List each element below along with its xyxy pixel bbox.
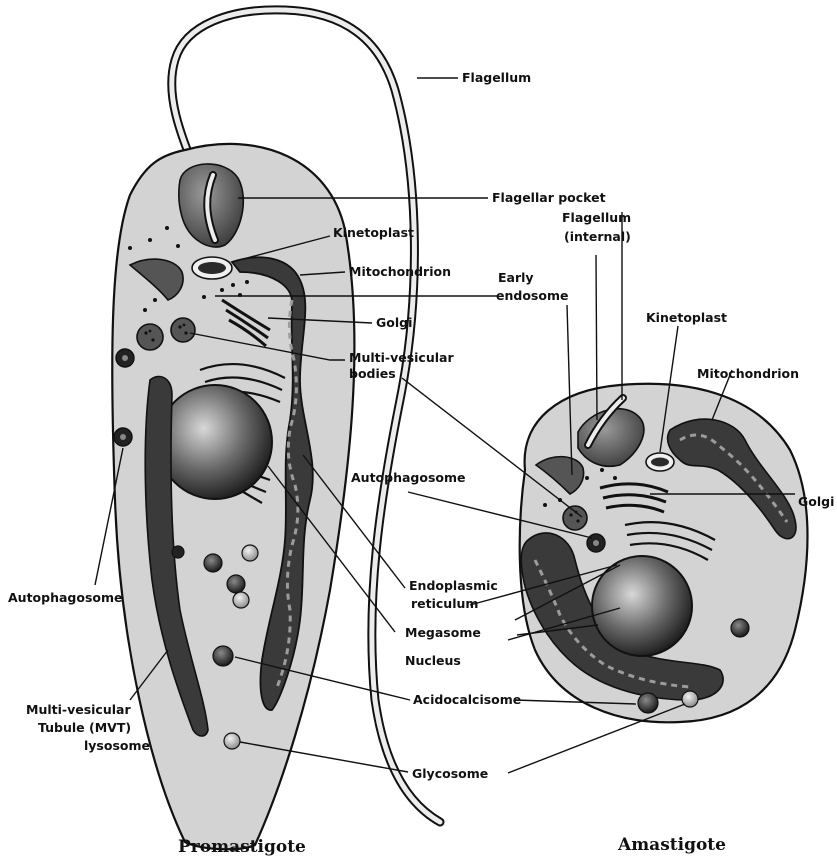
promastigote-autophagosome-3 <box>172 546 184 558</box>
label-mvt-line1: Multi-vesicular <box>26 702 131 717</box>
label-mvt-line3: lysosome <box>84 738 150 753</box>
label-golgi-ama: Golgi <box>798 494 834 509</box>
label-mvt-line2: Tubule (MVT) <box>38 720 131 735</box>
label-early-1: Early <box>498 270 534 285</box>
amastigote-nucleus <box>592 556 692 656</box>
label-mitochondrion-pro: Mitochondrion <box>349 264 451 279</box>
label-nucleus: Nucleus <box>405 653 461 668</box>
promastigote-mvb-1 <box>137 324 163 350</box>
promastigote-cell <box>112 10 440 849</box>
promastigote-glycosome-3 <box>224 733 240 749</box>
label-mitochondrion-ama: Mitochondrion <box>697 366 799 381</box>
promastigote-title: Promastigote <box>178 837 306 857</box>
amastigote-megasome <box>731 619 749 637</box>
amastigote-acidocalcisome <box>638 693 658 713</box>
label-flagellar-pocket: Flagellar pocket <box>492 190 606 205</box>
amastigote-mvb <box>563 506 587 530</box>
label-mvb-line1: Multi-vesicular <box>349 350 454 365</box>
amastigote-cell <box>520 384 808 723</box>
label-flagellum-internal-1: Flagellum <box>562 210 631 225</box>
label-flagellum-internal-2: (internal) <box>564 229 631 244</box>
label-autophagosome-left: Autophagosome <box>8 590 122 605</box>
label-er-line1: Endoplasmic <box>409 578 498 593</box>
label-mvb-line2: bodies <box>349 366 396 381</box>
label-kinetoplast-ama: Kinetoplast <box>646 310 727 325</box>
promastigote-acidocalcisome-1 <box>204 554 222 572</box>
label-megasome: Megasome <box>405 625 481 640</box>
promastigote-glycosome-1 <box>242 545 258 561</box>
promastigote-nucleus <box>158 385 272 499</box>
amastigote-title: Amastigote <box>617 835 726 855</box>
label-er-line2: reticulum <box>411 596 478 611</box>
label-kinetoplast-pro: Kinetoplast <box>333 225 414 240</box>
label-golgi-pro: Golgi <box>376 315 412 330</box>
label-acidocalcisome: Acidocalcisome <box>413 692 521 707</box>
label-autophagosome-mid: Autophagosome <box>351 470 465 485</box>
promastigote-acidocalcisome-3 <box>213 646 233 666</box>
promastigote-acidocalcisome-2 <box>227 575 245 593</box>
label-glycosome: Glycosome <box>412 766 488 781</box>
promastigote-mvb-2 <box>171 318 195 342</box>
label-early-2: endosome <box>496 288 568 303</box>
label-flagellum: Flagellum <box>462 70 531 85</box>
promastigote-glycosome-2 <box>233 592 249 608</box>
